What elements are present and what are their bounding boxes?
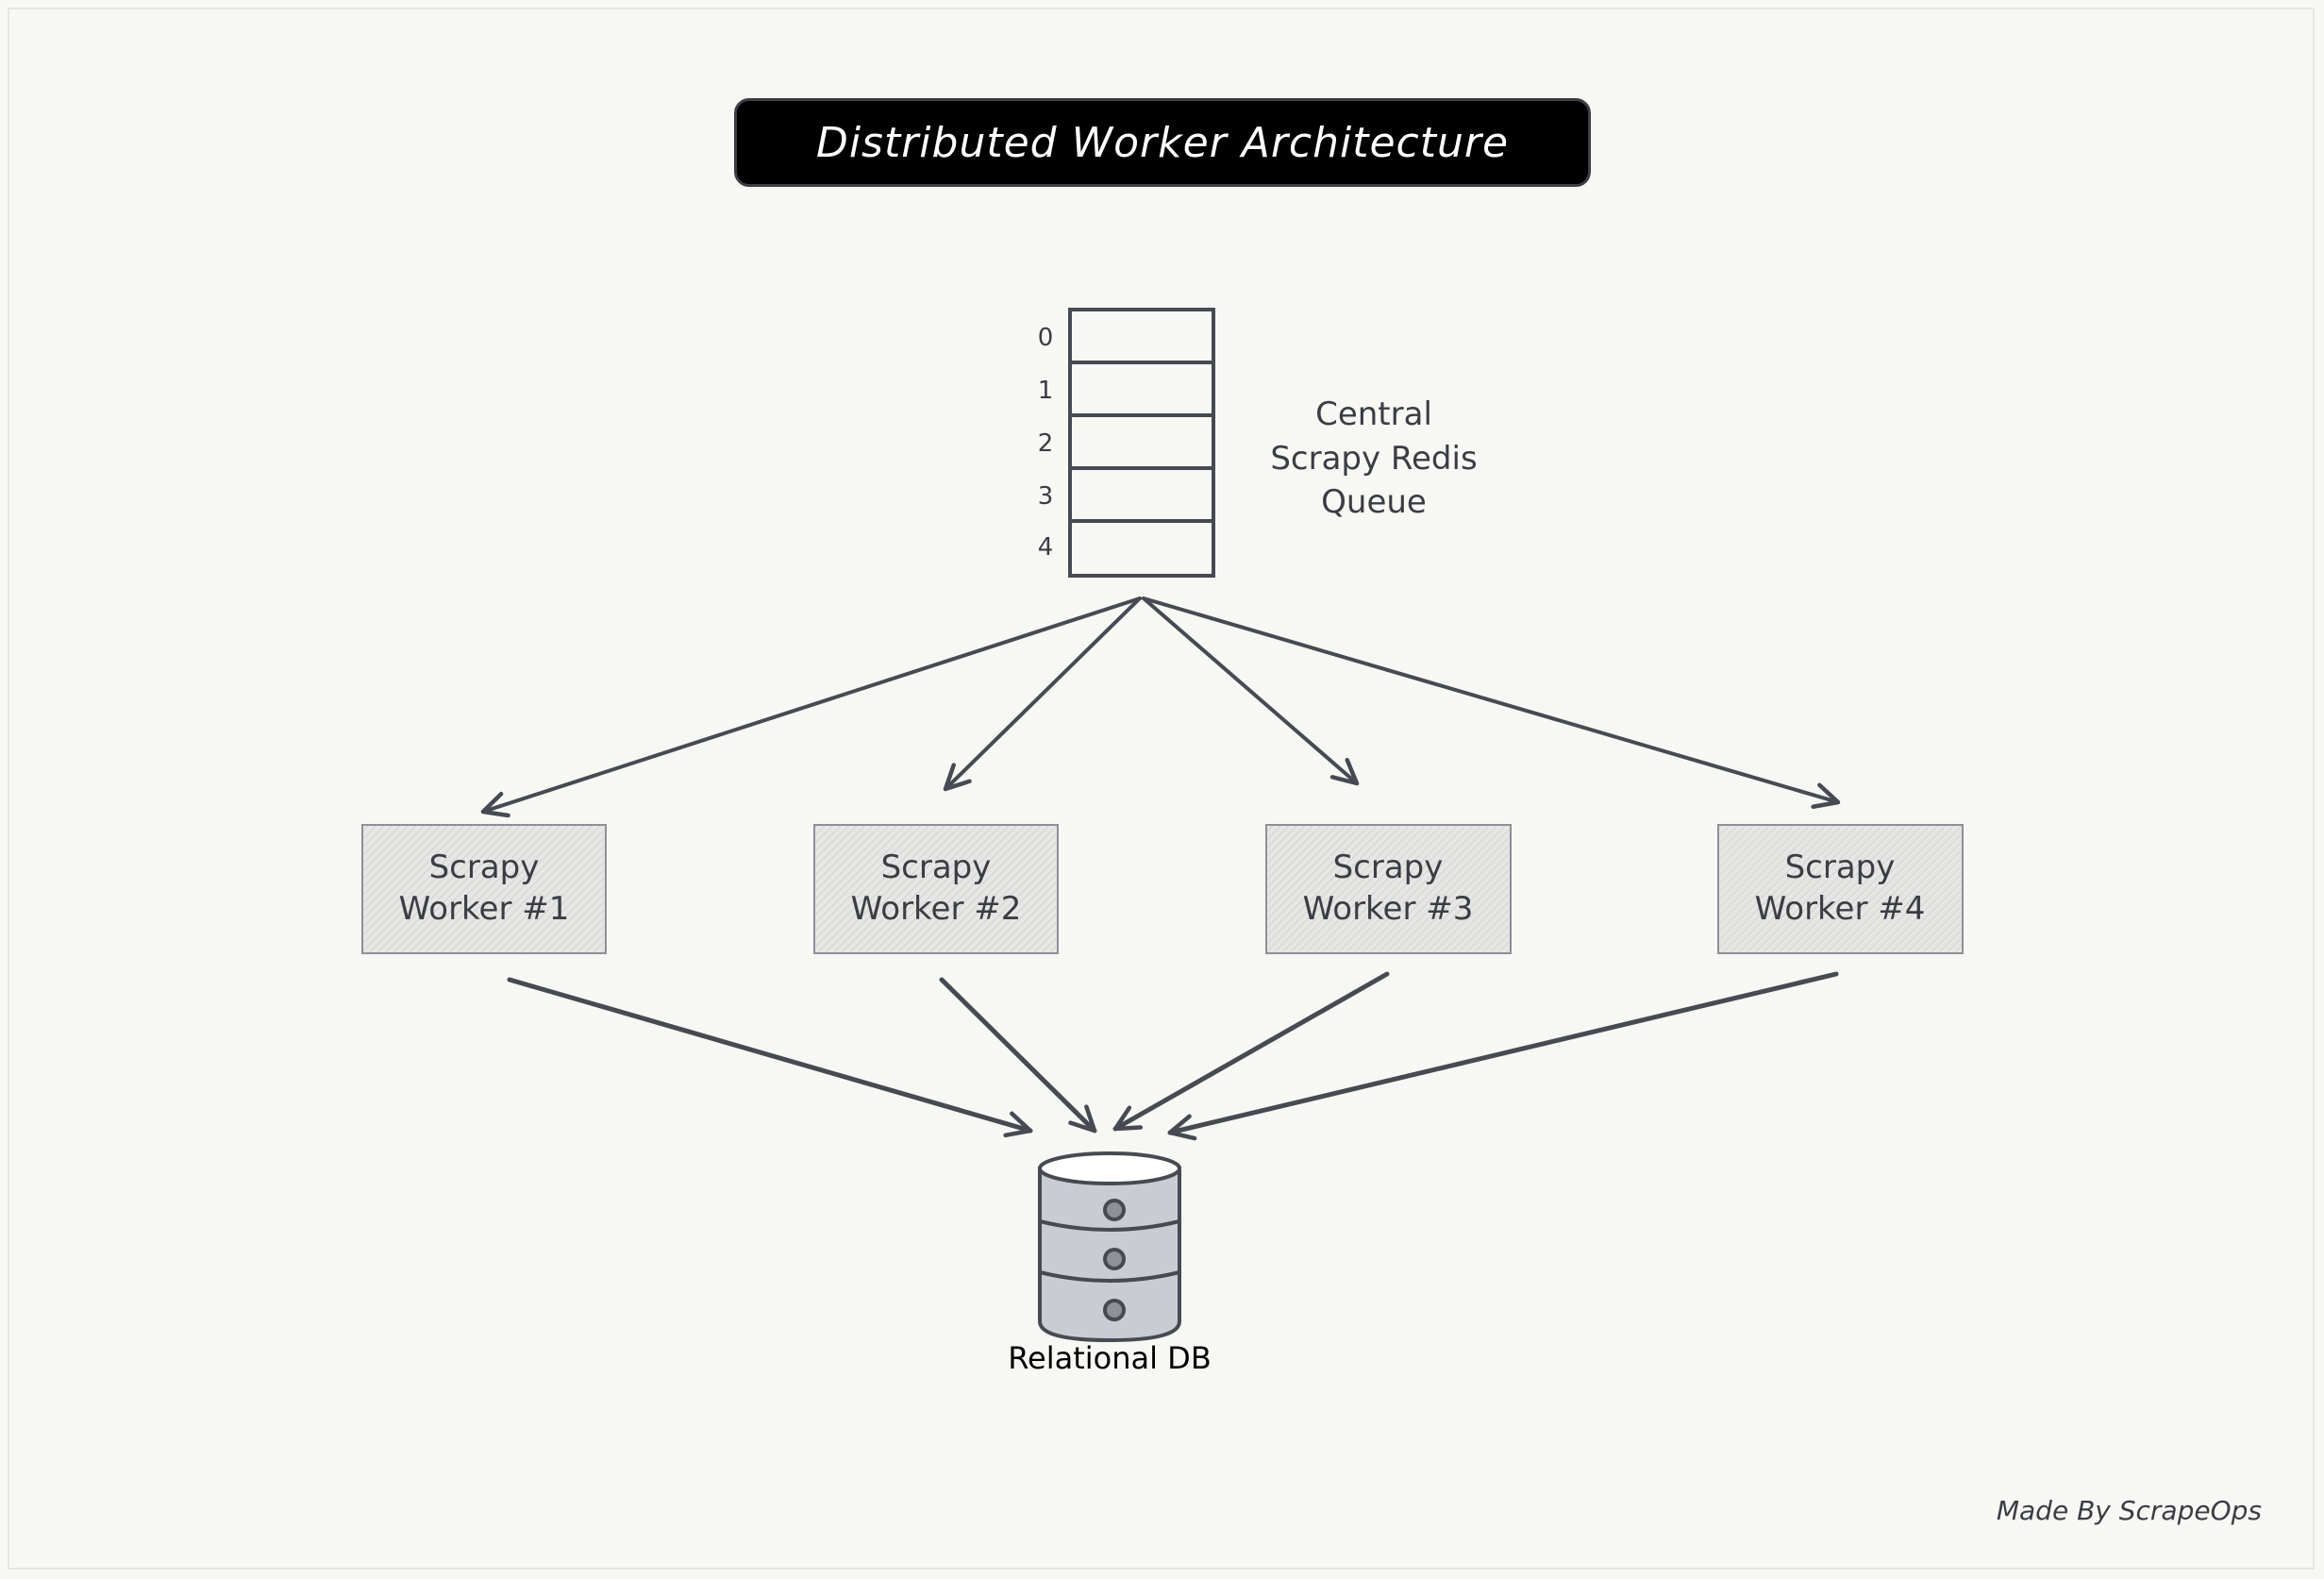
title-box: Distributed Worker Architecture <box>734 98 1591 187</box>
worker-1-line-1: Scrapy <box>429 848 540 886</box>
arrow-queue-to-worker-4 <box>1142 596 1841 810</box>
worker-3-line-2: Worker #3 <box>1303 890 1474 928</box>
diagram-title: Distributed Worker Architecture <box>815 118 1510 167</box>
database-divider-2 <box>1039 1270 1180 1283</box>
worker-2-line-2: Worker #2 <box>851 890 1022 928</box>
queue-index-1: 1 <box>1038 377 1054 405</box>
worker-2-line-1: Scrapy <box>881 848 992 886</box>
arrow-worker-3-to-db <box>1112 971 1390 1132</box>
database-top <box>1038 1151 1181 1185</box>
queue-index-0: 0 <box>1038 324 1054 352</box>
arrow-queue-to-worker-1 <box>480 596 1142 818</box>
worker-2: Scrapy Worker #2 <box>813 824 1059 954</box>
database-light-2 <box>1103 1248 1126 1270</box>
queue-index-3: 3 <box>1038 482 1054 511</box>
credit-text: Made By ScrapeOps <box>1996 1495 2262 1526</box>
queue-index-2: 2 <box>1038 429 1054 458</box>
queue-stack <box>1068 308 1215 578</box>
queue-indices: 0 1 2 3 4 <box>1038 324 1054 562</box>
worker-box-1 <box>361 824 607 954</box>
canvas-frame <box>8 8 2315 1570</box>
queue-slot-2 <box>1068 413 1215 470</box>
worker-box-3 <box>1265 824 1512 954</box>
worker-4: Scrapy Worker #4 <box>1717 824 1964 954</box>
database-light-3 <box>1103 1299 1126 1321</box>
queue-label-line-1: Central <box>1315 395 1432 433</box>
worker-to-db-arrows <box>507 971 1839 1141</box>
database-divider-1 <box>1039 1219 1180 1232</box>
worker-1: Scrapy Worker #1 <box>361 824 607 954</box>
queue-slot-1 <box>1068 361 1215 417</box>
arrow-queue-to-worker-3 <box>1142 596 1360 786</box>
queue-label-line-2: Scrapy Redis <box>1270 440 1477 478</box>
arrow-worker-4-to-db <box>1167 971 1839 1141</box>
arrow-worker-1-to-db <box>507 977 1033 1138</box>
queue-to-worker-arrows <box>480 596 1841 818</box>
arrow-queue-to-worker-2 <box>943 596 1142 792</box>
worker-1-line-2: Worker #1 <box>399 890 570 928</box>
worker-3-line-1: Scrapy <box>1333 848 1444 886</box>
database-light-1 <box>1103 1199 1126 1221</box>
worker-box-4 <box>1717 824 1964 954</box>
worker-box-2 <box>813 824 1059 954</box>
worker-4-line-1: Scrapy <box>1785 848 1896 886</box>
queue-label: Central Scrapy Redis Queue <box>1270 395 1477 521</box>
queue-slot-0 <box>1068 308 1215 364</box>
worker-3: Scrapy Worker #3 <box>1265 824 1512 954</box>
arrow-worker-2-to-db <box>939 977 1097 1134</box>
database-label: Relational DB <box>1008 1340 1212 1376</box>
worker-4-line-2: Worker #4 <box>1755 890 1926 928</box>
queue-slot-4 <box>1068 519 1215 578</box>
database-icon <box>1038 1151 1181 1343</box>
queue-label-line-3: Queue <box>1321 483 1427 521</box>
queue-slot-3 <box>1068 466 1215 523</box>
queue-index-4: 4 <box>1038 533 1054 562</box>
